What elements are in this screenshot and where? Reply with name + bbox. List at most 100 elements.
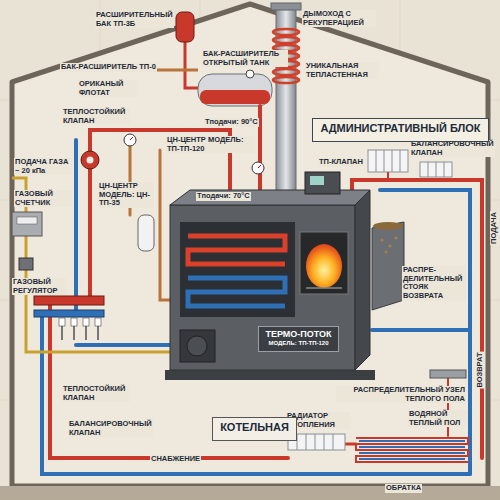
boiler-part — [305, 172, 340, 194]
label-anchor: РАСШИРИТЕЛЬНЫЙ БАК ТП-3Б — [95, 11, 171, 30]
label-anchor: РАСПРЕ- ДЕЛИТЕЛЬНЫЙ СТОЯК ВОЗВРАТА — [402, 266, 466, 302]
label-anchor: УНИКАЛЬНАЯ ТЕПЛАСТЕННАЯ — [305, 62, 379, 81]
label-anchor: ОРИКАНЫЙ ФЛОТАТ — [78, 80, 138, 99]
radiator-part — [444, 162, 445, 177]
membrane-tank — [138, 215, 154, 251]
radiator-part — [368, 150, 408, 172]
open-tank-part — [198, 74, 272, 106]
boiler-part — [188, 278, 285, 306]
boiler — [165, 172, 404, 380]
part-label: ГАЗОВЫЙ СЧЕТЧИК — [14, 190, 72, 207]
radiator-part — [420, 162, 452, 177]
radiator-part — [324, 434, 325, 450]
part-label: РАСПРЕДЕЛИТЕЛЬНЫЙ УЗЕЛ ТЕПЛОГО ПОЛА — [336, 386, 466, 403]
radiator-part — [306, 434, 307, 450]
recuperator-coil-part — [273, 69, 299, 75]
label-anchor: ЦН-ЦЕНТР МОДЕЛЬ: ЦН-ТП-35 — [98, 182, 154, 209]
boiler-part-part — [381, 239, 384, 242]
part-label: Tподачи: 90°C — [204, 118, 259, 127]
part-label: ЦН-ЦЕНТР МОДЕЛЬ: ТП-ТП-120 — [166, 136, 254, 153]
boiler-part — [381, 237, 398, 254]
gas-line-part — [12, 212, 42, 236]
manifold-part-part — [59, 318, 65, 326]
manifold-part-part — [97, 326, 99, 340]
label-anchor: Tподачи: 90°C — [204, 110, 274, 128]
radiator-part — [315, 434, 316, 450]
floor-heating-loop — [356, 438, 468, 462]
manifold-part — [34, 310, 104, 317]
label-anchor: ПОДАЧА — [482, 211, 500, 245]
boiler-part-part — [385, 251, 388, 254]
pressure-gauge-part — [124, 134, 136, 146]
label-anchor: ГАЗОВЫЙ РЕГУЛЯТОР — [12, 278, 66, 297]
label-anchor: Tподачи: 70°C — [196, 184, 266, 202]
boiler-part — [180, 330, 215, 362]
pump-part — [81, 151, 99, 169]
part-label: ПОДАЧА ГАЗА ~ 20 кПа — [14, 158, 72, 175]
section-title-box: АДМИНИСТРАТИВНЫЙ БЛОК — [312, 118, 489, 142]
pressure-gauge-part — [258, 165, 261, 168]
label-anchor: ВОЗВРАТ — [468, 351, 486, 388]
pipework-part — [76, 343, 172, 347]
boiler-part — [165, 370, 375, 380]
boiler-nameplate: ТЕРМО-ПОТОКМОДЕЛЬ: ТП-ТП-120 — [258, 326, 339, 352]
manifold-part-part — [61, 326, 63, 340]
pump — [81, 151, 99, 169]
open-tank-part — [246, 70, 254, 78]
boiler-part — [306, 244, 342, 288]
pressure-gauge-part — [252, 162, 264, 174]
boiler-part — [306, 287, 342, 289]
recuperator-coil-part — [273, 29, 299, 35]
part-label: УНИКАЛЬНАЯ ТЕПЛАСТЕННАЯ — [305, 62, 379, 79]
boiler-part — [373, 222, 403, 230]
boiler-part — [170, 205, 355, 370]
radiator-part — [428, 162, 429, 177]
box-text: КОТЕЛЬНАЯ — [219, 421, 290, 434]
house-outline — [12, 4, 488, 486]
pipework — [42, 106, 482, 474]
box-text: ТЕРМО-ПОТОК — [264, 329, 333, 340]
boiler-part — [355, 190, 370, 370]
part-label: ТЕПЛОСТОЙКИЙ КЛАПАН — [62, 108, 130, 125]
manifold-part-part — [73, 326, 75, 340]
boiler-part-part — [306, 287, 342, 289]
gas-line-part — [17, 217, 37, 224]
chimney-part — [271, 3, 301, 10]
gas-line-part — [19, 258, 33, 270]
radiator-part — [333, 434, 334, 450]
part-label: СНАБЖЕНИЕ — [150, 455, 201, 464]
label-anchor: ОБРАТКА — [385, 476, 445, 494]
part-label: ОБРАТКА — [385, 484, 422, 493]
part-label: БАК-РАСШИРИТЕЛЬ ОТКРЫТЫЙ ТАНК — [202, 50, 288, 67]
part-label: РАСПРЕ- ДЕЛИТЕЛЬНЫЙ СТОЯК ВОЗВРАТА — [402, 266, 466, 301]
label-anchor: РАСПРЕДЕЛИТЕЛЬНЫЙ УЗЕЛ ТЕПЛОГО ПОЛА — [336, 386, 466, 405]
expansion-tank-part — [185, 42, 198, 88]
part-label: ТЕПЛОСТОЙКИЙ КЛАПАН — [62, 385, 130, 402]
expansion-tank-part — [176, 12, 194, 42]
radiator-part — [436, 162, 437, 177]
label-anchor: БАК-РАСШИРИТЕЛЬ ОТКРЫТЫЙ ТАНК — [202, 50, 288, 69]
part-label: ПОДАЧА — [490, 211, 499, 245]
part-label: БАЛАНСИРОВОЧНЫЙ КЛАПАН — [68, 420, 153, 437]
manifold-part-part — [83, 318, 89, 326]
boiler-part — [310, 176, 324, 185]
label-anchor: ДЫМОХОД С РЕКУПЕРАЦИЕЙ — [302, 10, 376, 29]
radiator-part — [392, 150, 393, 172]
boiler-part-part — [395, 237, 398, 240]
manifold-part — [59, 318, 101, 326]
pressure-gauge — [124, 134, 264, 174]
chimney — [271, 3, 301, 196]
pipework-part — [372, 328, 470, 332]
radiator-part — [376, 150, 377, 172]
label-anchor: ГАЗОВЫЙ СЧЕТЧИК — [14, 190, 72, 209]
part-label: ВОДЯНОЙ ТЕПЛЫЙ ПОЛ — [408, 410, 468, 427]
floor-heating-loop-part — [356, 438, 468, 462]
floor-slab — [0, 486, 500, 500]
boiler-part — [372, 222, 404, 310]
label-anchor: БАК-РАСШИРИТЕЛЬ ТП-0 — [60, 55, 172, 73]
manifold-part-part — [95, 318, 101, 326]
manifold — [34, 296, 104, 340]
